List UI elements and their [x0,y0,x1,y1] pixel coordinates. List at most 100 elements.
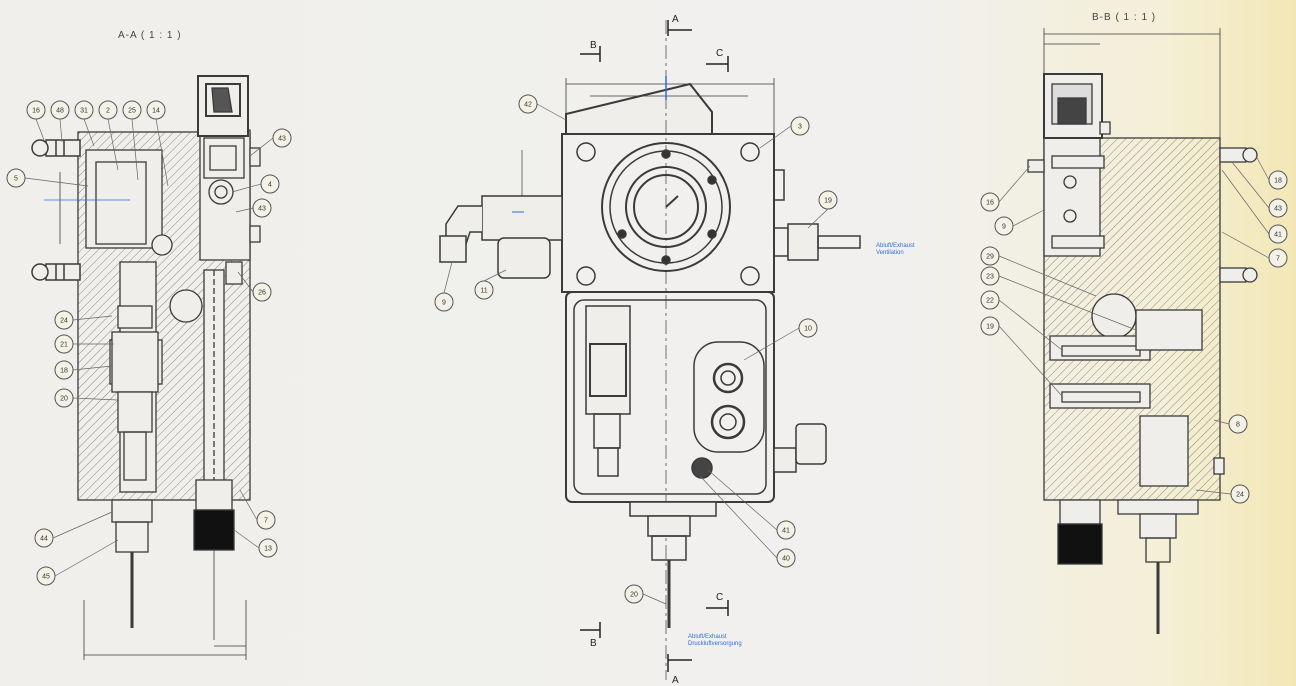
section-marker-c-bottom: C [706,592,729,616]
balloon: 41 [1268,224,1288,244]
right-port-note-line-1: Abluft/Exhaust [876,243,915,249]
svg-text:20: 20 [60,396,68,403]
section-aa-view [31,75,261,660]
svg-text:11: 11 [480,288,487,295]
balloon: 24 [54,310,74,330]
svg-text:3: 3 [798,124,802,131]
svg-text:29: 29 [986,254,994,261]
balloon: 23 [980,266,1000,286]
svg-text:41: 41 [1274,232,1282,239]
section-marker-c-top: C [706,48,729,72]
right-port-note: Abluft/Exhaust Ventilation [876,243,915,257]
svg-text:31: 31 [80,108,88,115]
front-upper-block [561,133,775,293]
balloon: 16 [980,192,1000,212]
balloon: 40 [776,548,796,568]
balloon: 3 [790,116,810,136]
aa-balloons: 16 48 31 2 25 14 5 43 4 43 26 24 21 18 2… [6,100,292,586]
balloon: 7 [256,510,276,530]
svg-text:20: 20 [630,592,638,599]
balloon: 9 [434,292,454,312]
svg-text:42: 42 [524,102,532,109]
svg-text:43: 43 [1274,206,1282,213]
balloon: 41 [776,520,796,540]
svg-text:44: 44 [40,536,48,543]
balloon: 14 [146,100,166,120]
svg-text:19: 19 [986,324,994,331]
svg-text:21: 21 [60,342,68,349]
svg-text:18: 18 [60,368,68,375]
svg-text:48: 48 [56,108,64,115]
svg-text:13: 13 [264,546,272,553]
svg-text:14: 14 [152,108,160,115]
section-marker-b-top: B [580,40,601,62]
balloon: 29 [980,246,1000,266]
section-aa-title: A-A ( 1 : 1 ) [118,30,182,41]
balloon: 48 [50,100,70,120]
balloon: 18 [1268,170,1288,190]
balloon: 13 [258,538,278,558]
balloon: 16 [26,100,46,120]
svg-text:7: 7 [1276,256,1280,263]
balloon: 45 [36,566,56,586]
svg-text:40: 40 [782,556,790,563]
bottom-port-note: Abluft/Exhaust Druckluftversorgung [688,634,742,648]
svg-text:A: A [672,14,679,25]
svg-text:18: 18 [1274,178,1282,185]
svg-text:B: B [590,40,597,51]
svg-text:10: 10 [804,326,812,333]
svg-text:19: 19 [824,198,832,205]
balloon: 18 [54,360,74,380]
svg-text:24: 24 [1236,492,1244,499]
bottom-port-note-line-1: Abluft/Exhaust [688,634,727,640]
balloon: 44 [34,528,54,548]
svg-text:2: 2 [106,108,110,115]
svg-text:B: B [590,638,597,649]
svg-text:26: 26 [258,290,266,297]
balloon: 4 [260,174,280,194]
svg-text:25: 25 [128,108,136,115]
balloon: 26 [252,282,272,302]
section-bb-view [1027,28,1258,634]
svg-text:9: 9 [1002,224,1006,231]
svg-text:45: 45 [42,574,50,581]
balloon: 9 [994,216,1014,236]
svg-text:16: 16 [986,200,994,207]
balloon: 19 [818,190,838,210]
svg-text:5: 5 [14,176,18,183]
balloon: 10 [798,318,818,338]
svg-text:22: 22 [986,298,994,305]
balloon: 21 [54,334,74,354]
svg-text:16: 16 [32,108,40,115]
balloon: 19 [980,316,1000,336]
section-markers: A A B B C C [580,14,729,686]
balloon: 7 [1268,248,1288,268]
balloon: 8 [1228,414,1248,434]
svg-text:4: 4 [268,182,272,189]
right-port-note-line-2: Ventilation [876,250,904,256]
bb-balloons: 16 9 29 23 22 19 18 43 41 7 8 24 [980,155,1288,504]
svg-text:43: 43 [278,136,286,143]
balloon: 31 [74,100,94,120]
svg-text:9: 9 [442,300,446,307]
balloon: 2 [98,100,118,120]
balloon: 22 [980,290,1000,310]
svg-text:23: 23 [986,274,994,281]
svg-text:43: 43 [258,206,266,213]
balloon: 43 [252,198,272,218]
section-marker-a-top: A [667,14,692,36]
balloon: 43 [272,128,292,148]
balloon: 20 [54,388,74,408]
balloon: 25 [122,100,142,120]
balloon: 20 [624,584,644,604]
balloon: 24 [1230,484,1250,504]
balloon: 11 [474,280,494,300]
bottom-port-note-line-2: Druckluftversorgung [688,641,742,647]
svg-text:A: A [672,675,679,686]
svg-text:41: 41 [782,528,790,535]
balloon: 5 [6,168,26,188]
svg-text:7: 7 [264,518,268,525]
section-marker-b-bottom: B [580,622,601,649]
section-bb-title: B-B ( 1 : 1 ) [1092,12,1157,23]
